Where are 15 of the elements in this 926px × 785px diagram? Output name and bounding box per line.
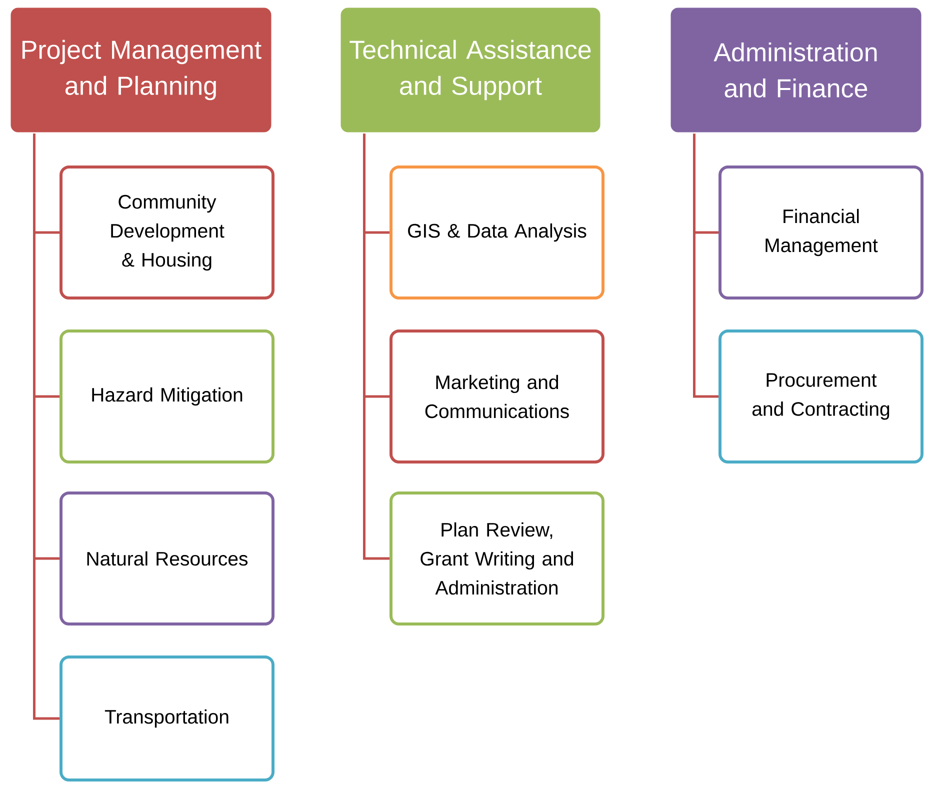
- process-box: Natural Resources: [60, 492, 274, 626]
- header-box: Project Management and Planning: [9, 6, 273, 134]
- process-box: Hazard Mitigation: [60, 330, 274, 464]
- process-box: Marketing and Communications: [390, 330, 604, 464]
- process-box: Plan Review, Grant Writing and Administration: [390, 492, 604, 626]
- process-box: Community Development & Housing: [60, 166, 274, 300]
- process-box: Transportation: [60, 656, 274, 782]
- process-box: Procurement and Contracting: [718, 330, 924, 464]
- process-box: GIS & Data Analysis: [390, 166, 604, 300]
- header-box: Technical Assistance and Support: [339, 6, 602, 134]
- process-box: Financial Management: [718, 166, 924, 300]
- connector: [693, 134, 718, 398]
- header-box: Administration and Finance: [669, 6, 923, 134]
- connector: [363, 134, 390, 560]
- connector: [33, 134, 60, 720]
